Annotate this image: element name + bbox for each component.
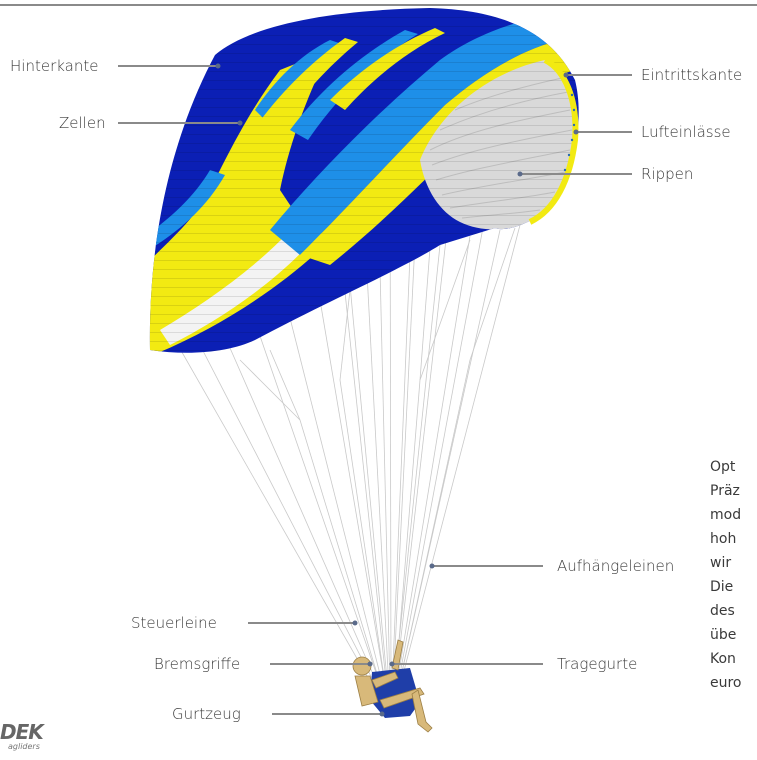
paragraph-line: des	[710, 599, 757, 623]
description-paragraph: Opt Präz mod hoh wir Die des übe Kon eur…	[710, 455, 757, 695]
label-tragegurte: Tragegurte	[557, 655, 637, 673]
label-bremsgriffe: Bremsgriffe	[154, 655, 240, 673]
logo-subtext: agliders	[8, 742, 40, 751]
label-lufteinlaesse: Lufteinlässe	[641, 123, 731, 141]
paragraph-line: Opt	[710, 455, 757, 479]
paragraph-line: mod	[710, 503, 757, 527]
label-rippen: Rippen	[641, 165, 693, 183]
paragraph-line: Die	[710, 575, 757, 599]
paragraph-line: hoh	[710, 527, 757, 551]
logo-mark: DEK	[0, 720, 43, 744]
paragraph-line: wir	[710, 551, 757, 575]
canopy	[0, 0, 757, 400]
label-gurtzeug: Gurtzeug	[172, 705, 241, 723]
label-eintrittskante: Eintrittskante	[641, 66, 742, 84]
label-aufhaengeleinen: Aufhängeleinen	[557, 557, 674, 575]
paragraph-line: übe	[710, 623, 757, 647]
paragraph-line: Kon	[710, 647, 757, 671]
label-hinterkante: Hinterkante	[10, 57, 98, 75]
paragraph-line: euro	[710, 671, 757, 695]
paragraph-line: Präz	[710, 479, 757, 503]
label-zellen: Zellen	[59, 114, 106, 132]
pilot-harness	[353, 640, 432, 732]
brand-logo: DEK agliders	[0, 724, 70, 754]
label-steuerleine: Steuerleine	[131, 614, 217, 632]
